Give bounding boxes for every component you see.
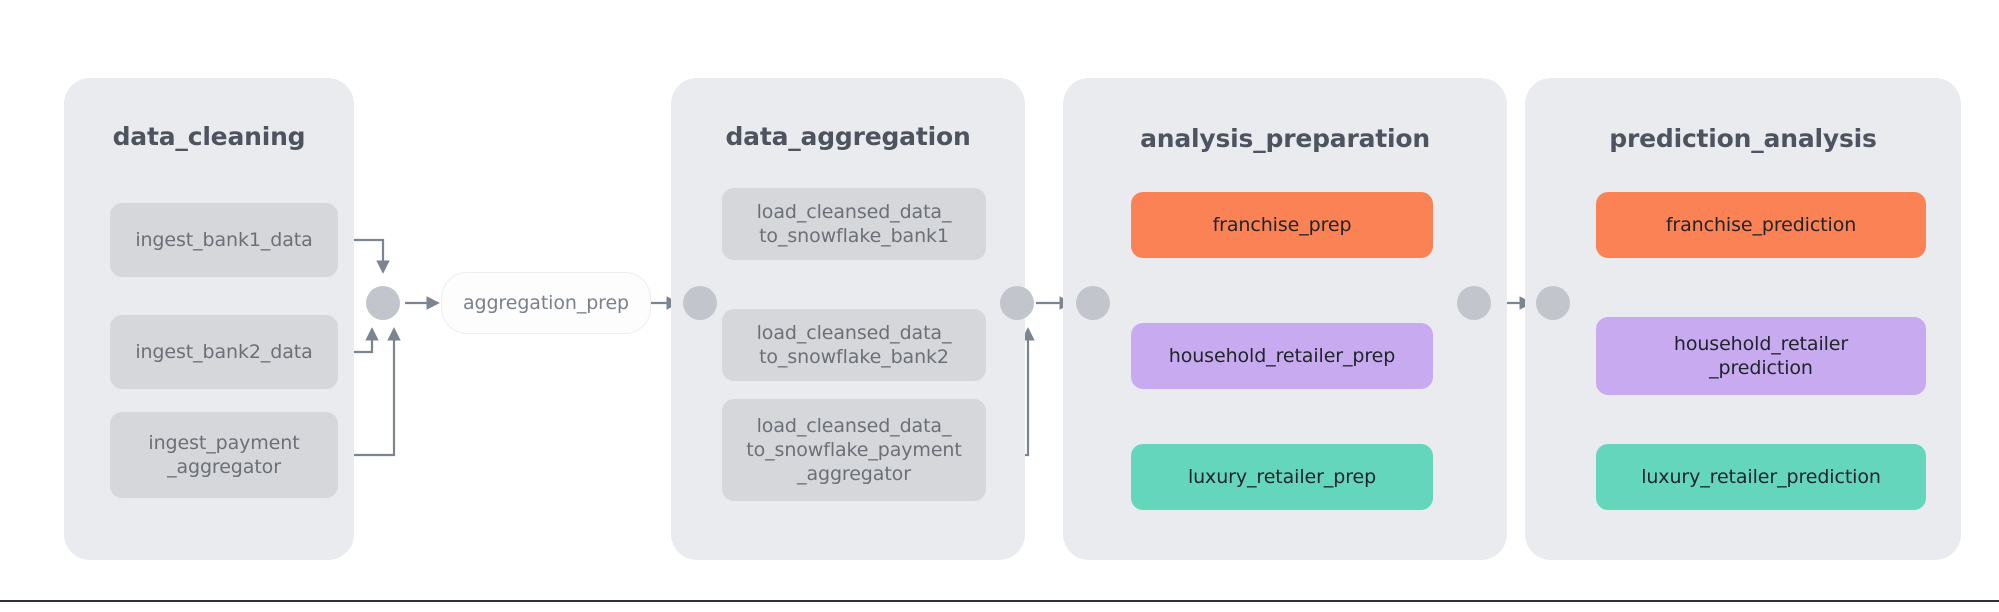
node-ingest-bank2-data[interactable]: ingest_bank2_data — [110, 315, 338, 389]
connector-data-cleaning-out — [366, 286, 400, 320]
connector-data-aggregation-out — [1000, 286, 1034, 320]
group-title-prediction-analysis: prediction_analysis — [1609, 124, 1877, 153]
group-title-data-cleaning: data_cleaning — [112, 122, 306, 151]
node-load-cleansed-bank1[interactable]: load_cleansed_data_ to_snowflake_bank1 — [722, 188, 986, 260]
connector-data-aggregation-in — [683, 286, 717, 320]
connector-analysis-preparation-out — [1457, 286, 1491, 320]
node-ingest-payment-aggregator[interactable]: ingest_payment _aggregator — [110, 412, 338, 498]
node-franchise-prep[interactable]: franchise_prep — [1131, 192, 1433, 258]
node-aggregation-prep[interactable]: aggregation_prep — [441, 272, 651, 334]
bottom-divider — [0, 600, 1999, 602]
node-luxury-retailer-prediction[interactable]: luxury_retailer_prediction — [1596, 444, 1926, 510]
connector-prediction-analysis-in — [1536, 286, 1570, 320]
connector-analysis-preparation-in — [1076, 286, 1110, 320]
group-title-data-aggregation: data_aggregation — [725, 122, 971, 151]
node-load-cleansed-bank2[interactable]: load_cleansed_data_ to_snowflake_bank2 — [722, 309, 986, 381]
node-household-retailer-prep[interactable]: household_retailer_prep — [1131, 323, 1433, 389]
node-household-retailer-prediction[interactable]: household_retailer _prediction — [1596, 317, 1926, 395]
node-franchise-prediction[interactable]: franchise_prediction — [1596, 192, 1926, 258]
node-ingest-bank1-data[interactable]: ingest_bank1_data — [110, 203, 338, 277]
node-luxury-retailer-prep[interactable]: luxury_retailer_prep — [1131, 444, 1433, 510]
group-title-analysis-preparation: analysis_preparation — [1140, 124, 1430, 153]
node-load-cleansed-payment-aggregator[interactable]: load_cleansed_data_ to_snowflake_payment… — [722, 399, 986, 501]
